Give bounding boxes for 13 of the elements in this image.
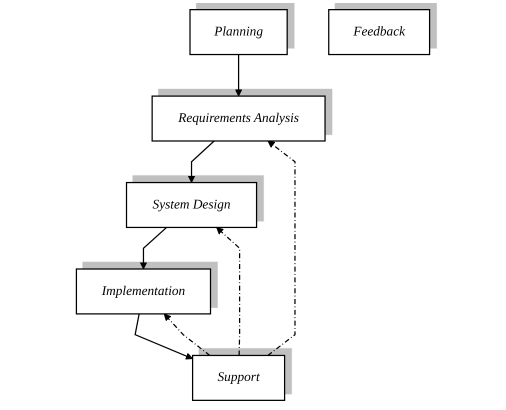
node-box: System Design [126, 182, 258, 228]
node-box: Implementation [76, 268, 212, 315]
arrow [134, 314, 193, 360]
node-box: Planning [189, 9, 288, 56]
arrow [234, 54, 242, 96]
node-box: Feedback [328, 9, 430, 56]
arrow [216, 227, 240, 356]
node-box: Support [192, 354, 286, 401]
arrow [268, 140, 296, 356]
arrow [164, 314, 210, 356]
arrow [188, 140, 215, 183]
arrow [140, 226, 167, 270]
node-box: Requirements Analysis [152, 95, 326, 142]
